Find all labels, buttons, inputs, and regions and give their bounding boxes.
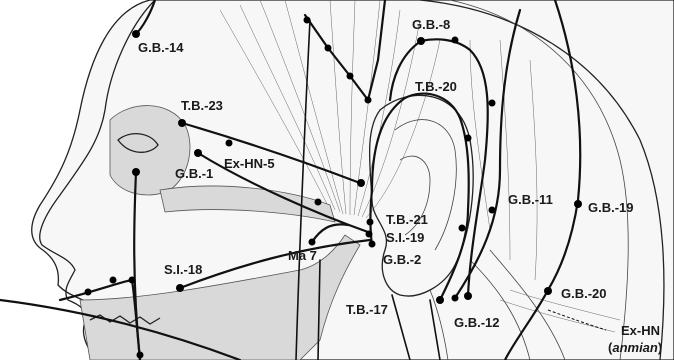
point-gb11: [488, 206, 496, 214]
point-gb1: [132, 168, 140, 176]
point-right-ear: [458, 224, 466, 232]
point-si19: [365, 230, 373, 238]
cranium-contour: [419, 0, 665, 360]
label-anmian: (anmian): [608, 340, 662, 355]
eye: [117, 133, 159, 153]
point-exhn5: [194, 149, 202, 157]
point-tb21: [366, 218, 374, 226]
meridian-vertical-left: [295, 19, 311, 360]
point-gb19: [574, 200, 582, 208]
meridian-lower-vertical-c: [429, 299, 441, 360]
label-exhn5: Ex-HN-5: [224, 156, 275, 171]
label-gb2: G.B.-2: [383, 252, 421, 267]
meridian-gb1-line: [196, 151, 370, 234]
mandible: [79, 234, 361, 360]
label-gb12: G.B.-12: [454, 315, 500, 330]
meridian-tb20-arc: [369, 92, 470, 302]
point-chin: [136, 351, 144, 359]
meridian-chin-diagonal: [0, 298, 242, 360]
points: [84, 16, 582, 359]
point-zigzag-1: [303, 16, 311, 24]
point-tb17: [436, 296, 444, 304]
teeth-row: [89, 314, 161, 325]
point-gb2: [368, 240, 376, 248]
label-anmian-close: ): [658, 340, 662, 355]
point-gb20: [544, 287, 552, 295]
labels: G.B.-14 G.B.-8 T.B.-20 T.B.-23 Ex-HN-5 G…: [138, 17, 662, 355]
meridian-tb23-line: [180, 121, 362, 185]
scalp-inner-contour: [449, 0, 629, 360]
label-gb14: G.B.-14: [138, 40, 184, 55]
point-gb12-b: [451, 294, 459, 302]
label-anmian-open: (: [608, 340, 613, 355]
point-cheek: [128, 276, 136, 284]
point-si18: [176, 284, 184, 292]
point-zigzag-4: [364, 96, 372, 104]
point-tb20-inner: [464, 134, 472, 142]
label-tb17: T.B.-17: [346, 302, 388, 317]
meridian-gb19-line: [503, 0, 582, 360]
neck-muscles: [429, 249, 621, 360]
label-gb19: G.B.-19: [588, 200, 634, 215]
point-gb12: [464, 292, 472, 300]
exhn-leader: [547, 309, 607, 331]
point-gb8-right: [451, 36, 459, 44]
meridian-ma7-line: [310, 223, 350, 244]
label-anmian-text: anmian: [612, 340, 658, 355]
label-gb1: G.B.-1: [175, 166, 213, 181]
meridian-lower-vertical-a: [317, 259, 321, 360]
point-gb8: [417, 37, 425, 45]
point-zigzag-2: [324, 44, 332, 52]
label-exhn: Ex-HN: [621, 323, 660, 338]
label-gb8: G.B.-8: [412, 17, 450, 32]
label-tb20: T.B.-20: [415, 79, 457, 94]
meridian-lower-vertical-b: [391, 294, 411, 360]
point-extra-1: [225, 139, 233, 147]
point-tb20: [488, 99, 496, 107]
label-tb23: T.B.-23: [181, 98, 223, 113]
label-si18: S.I.-18: [164, 262, 202, 277]
point-zigzag-3: [346, 72, 354, 80]
point-tb23: [178, 119, 186, 127]
label-gb11: G.B.-11: [508, 192, 553, 207]
point-temporal: [314, 198, 322, 206]
zygomatic-arch: [159, 185, 336, 223]
meridian-gb8-arc: [388, 38, 489, 298]
label-gb20: G.B.-20: [561, 286, 607, 301]
label-ma7: Ma 7: [288, 248, 317, 263]
label-tb21: T.B.-21: [386, 212, 428, 227]
meridian-gb11-arc: [453, 8, 522, 300]
point-ma7: [308, 238, 316, 246]
meridian-gb-zigzag: [303, 0, 387, 102]
label-si19: S.I.-19: [386, 230, 424, 245]
point-gb14: [132, 30, 140, 38]
meridian-si18-line: [178, 238, 372, 290]
point-jaw-left: [84, 288, 92, 296]
point-ear-top: [357, 179, 365, 187]
point-jaw: [109, 276, 117, 284]
